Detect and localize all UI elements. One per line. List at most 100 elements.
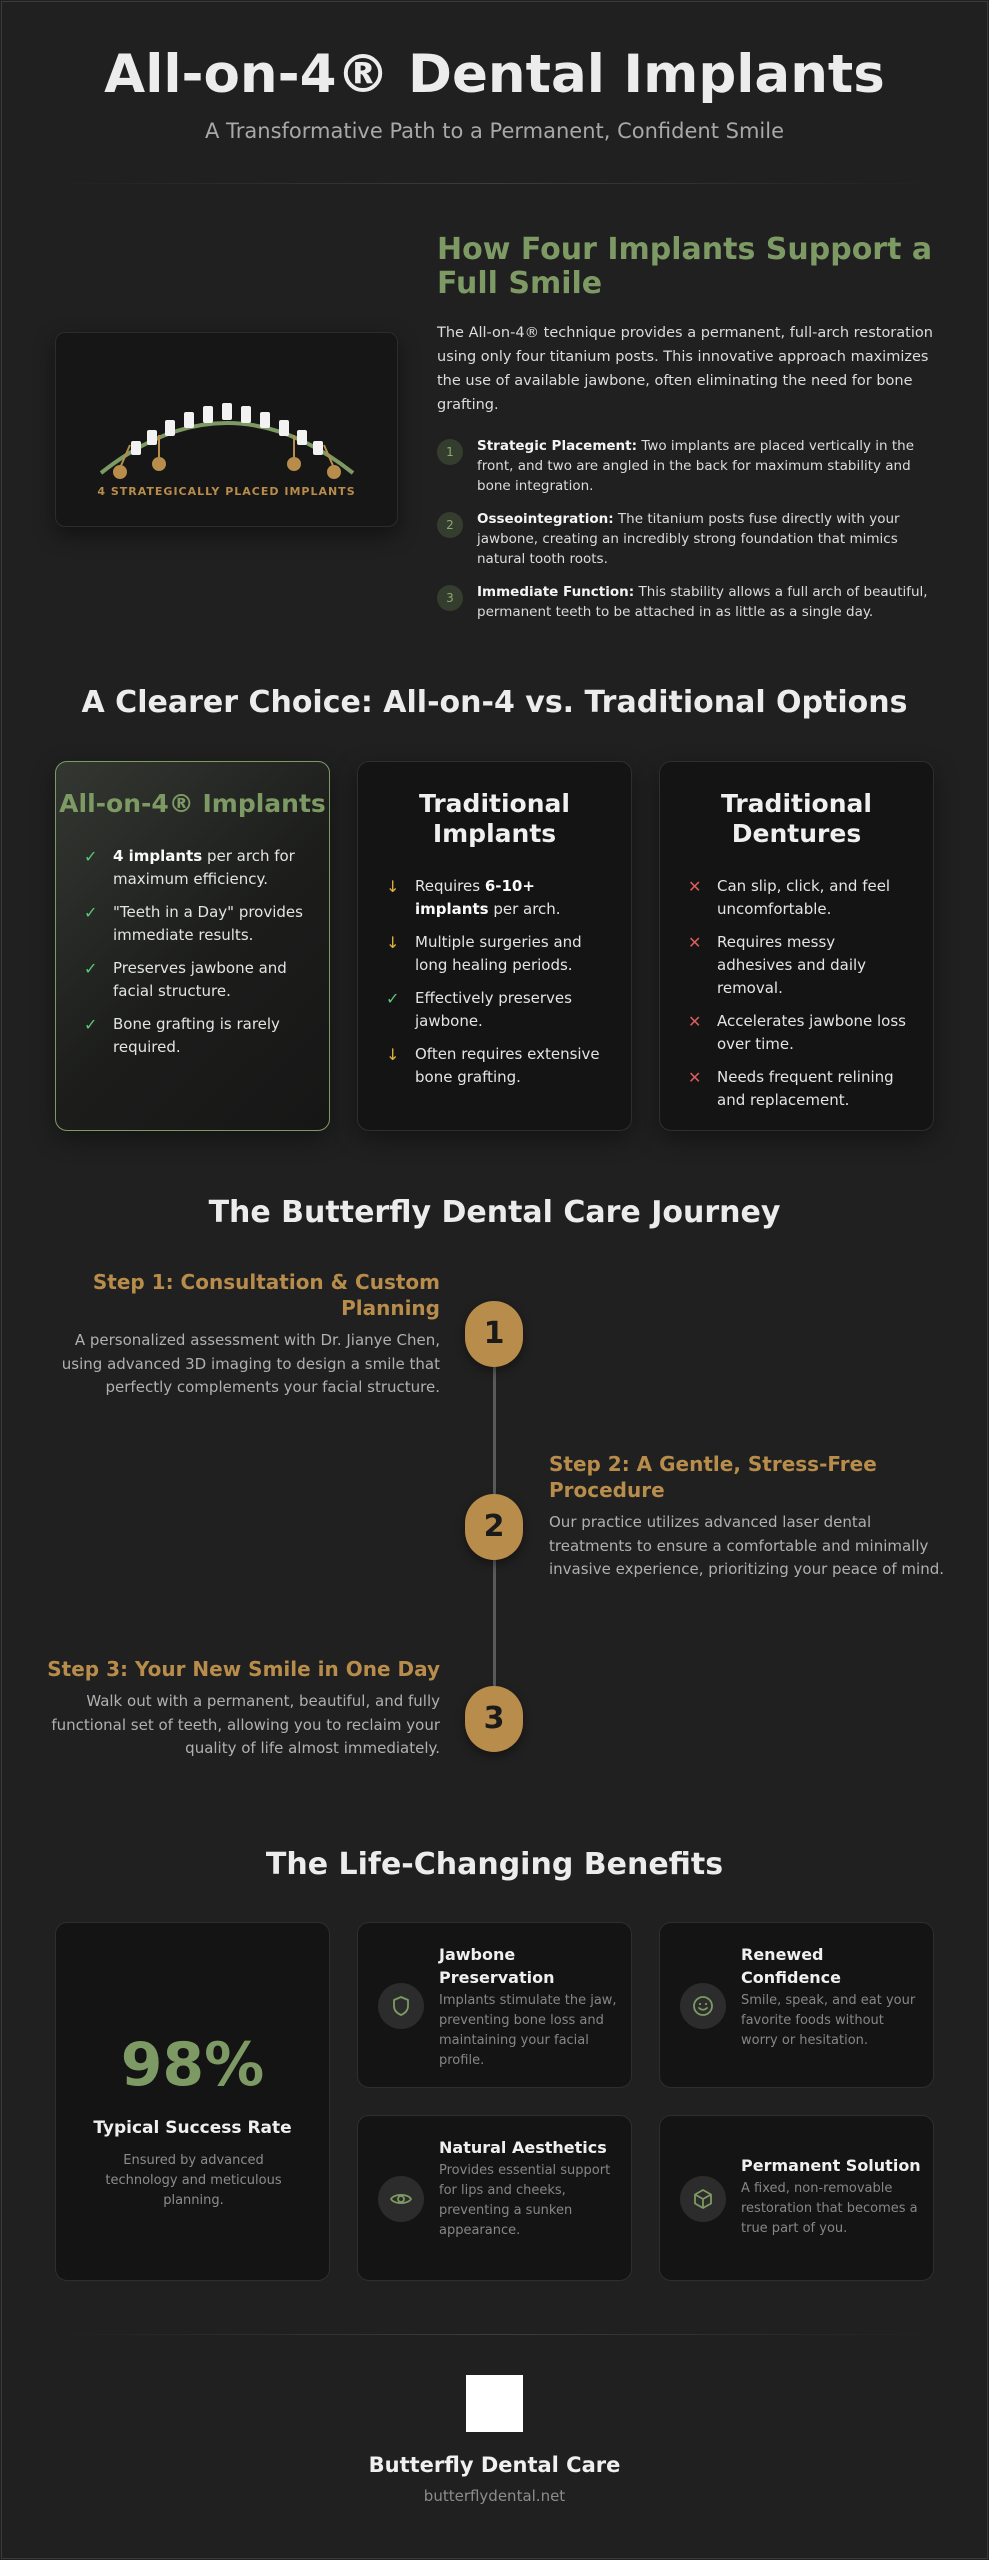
divider — [50, 183, 939, 184]
benefit-desc: Smile, speak, and eat your favorite food… — [741, 1993, 916, 2048]
benefits-heading: The Life-Changing Benefits — [265, 1847, 724, 1882]
success-rate-label: Typical Success Rate — [93, 2118, 292, 2138]
step-badge-3: 3 — [465, 1686, 523, 1752]
list-item: ✓"Teeth in a Day" provides immediate res… — [84, 903, 303, 944]
benefit-text: Jawbone Preservation Implants stimulate … — [439, 1943, 619, 2071]
benefit-title: Natural Aesthetics — [439, 2138, 607, 2157]
arrow-down-icon: ↓ — [386, 877, 400, 896]
benefit-title: Permanent Solution — [741, 2156, 921, 2175]
cube-icon — [694, 2189, 712, 2209]
point-text: This stability allows a full arch of bea… — [477, 584, 928, 620]
benefit-title: Renewed Confidence — [741, 1945, 842, 1987]
page-title: All-on-4® Dental Implants — [104, 44, 885, 105]
benefit-text: Permanent Solution A fixed, non-removabl… — [741, 2154, 921, 2239]
list-item: ↓Often requires extensive bone grafting. — [386, 1045, 600, 1086]
step-badge-1: 1 — [465, 1301, 523, 1367]
hero-header: All-on-4® Dental Implants A Transformati… — [0, 44, 989, 143]
icon-circle — [378, 2176, 424, 2222]
list-item: ↓Multiple surgeries and long healing per… — [386, 933, 582, 974]
journey-step-1: Step 1: Consultation & Custom Planning A… — [40, 1269, 440, 1400]
step-text: A personalized assessment with Dr. Jiany… — [61, 1331, 440, 1396]
step-title: Step 3: Your New Smile in One Day — [47, 1657, 440, 1681]
card-title: Traditional Dentures — [721, 789, 872, 848]
footer-clinic-name: Butterfly Dental Care — [368, 2453, 621, 2477]
implant-illustration-card: 4 STRATEGICALLY PLACED IMPLANTS — [55, 332, 398, 527]
step-number-badge: 3 — [437, 585, 463, 611]
arrow-down-icon: ↓ — [386, 1045, 400, 1064]
shield-icon — [393, 1996, 409, 2016]
step-title: Step 1: Consultation & Custom Planning — [92, 1270, 440, 1320]
overview-heading: How Four Implants Support a Full Smile — [437, 232, 933, 301]
point-title: Osseointegration: — [477, 511, 614, 527]
point-title: Immediate Function: — [477, 584, 635, 600]
journey-heading: The Butterfly Dental Care Journey — [208, 1195, 781, 1230]
check-icon: ✓ — [84, 1015, 98, 1034]
success-rate-card: 98% Typical Success Rate Ensured by adva… — [55, 1922, 330, 2281]
icon-circle — [680, 1983, 726, 2029]
clinic-logo — [466, 2375, 523, 2432]
feature-list: ✕Can slip, click, and feel uncomfortable… — [688, 875, 908, 1112]
benefit-title: Jawbone Preservation — [439, 1945, 555, 1987]
benefit-desc: A fixed, non-removable restoration that … — [741, 2181, 918, 2236]
overview-point: 2 Osseointegration: The titanium posts f… — [437, 509, 937, 569]
check-icon: ✓ — [386, 989, 400, 1008]
icon-circle — [378, 1983, 424, 2029]
eye-icon — [390, 2193, 412, 2205]
feature-list: ✓4 implants per arch for maximum efficie… — [84, 845, 304, 1059]
step-text: Walk out with a permanent, beautiful, an… — [51, 1692, 440, 1757]
benefit-text: Natural Aesthetics Provides essential su… — [439, 2136, 619, 2241]
success-rate-value: 98% — [120, 2030, 265, 2100]
illustration-caption: 4 STRATEGICALLY PLACED IMPLANTS — [97, 485, 356, 498]
list-item: ✓Bone grafting is rarely required. — [84, 1015, 280, 1056]
card-traditional-dentures: Traditional Dentures ✕Can slip, click, a… — [659, 761, 934, 1131]
dental-arch-illustration — [99, 403, 355, 479]
smile-icon — [693, 1996, 713, 2016]
arrow-down-icon: ↓ — [386, 933, 400, 952]
divider — [50, 2334, 939, 2335]
overview-section: How Four Implants Support a Full Smile T… — [437, 233, 937, 635]
x-icon: ✕ — [688, 933, 702, 952]
card-all-on-4: All-on-4® Implants ✓4 implants per arch … — [55, 761, 330, 1131]
overview-points: 1 Strategic Placement: Two implants are … — [437, 436, 937, 622]
list-item: ✕Accelerates jawbone loss over time. — [688, 1012, 906, 1053]
point-text: The titanium posts fuse directly with yo… — [477, 511, 900, 567]
journey-step-2: Step 2: A Gentle, Stress-Free Procedure … — [549, 1451, 949, 1582]
check-icon: ✓ — [84, 959, 98, 978]
list-item: ✓Effectively preserves jawbone. — [386, 989, 572, 1030]
step-number-badge: 2 — [437, 512, 463, 538]
card-title: All-on-4® Implants — [59, 789, 326, 818]
step-badge-2: 2 — [465, 1494, 523, 1560]
benefit-desc: Implants stimulate the jaw, preventing b… — [439, 1993, 617, 2068]
benefit-card-permanent: Permanent Solution A fixed, non-removabl… — [659, 2115, 934, 2281]
page-subtitle: A Transformative Path to a Permanent, Co… — [204, 119, 784, 143]
list-item: ✕Needs frequent relining and replacement… — [688, 1068, 894, 1109]
step-text: Our practice utilizes advanced laser den… — [549, 1513, 945, 1578]
x-icon: ✕ — [688, 1012, 702, 1031]
list-item: ✕Requires messy adhesives and daily remo… — [688, 933, 867, 997]
overview-point: 1 Strategic Placement: Two implants are … — [437, 436, 937, 496]
x-icon: ✕ — [688, 877, 702, 896]
point-title: Strategic Placement: — [477, 438, 638, 454]
step-title: Step 2: A Gentle, Stress-Free Procedure — [549, 1452, 877, 1502]
list-item: ✓4 implants per arch for maximum efficie… — [84, 847, 295, 888]
list-item: ✕Can slip, click, and feel uncomfortable… — [688, 877, 891, 918]
card-traditional-implants: Traditional Implants ↓Requires 6-10+ imp… — [357, 761, 632, 1131]
benefit-desc: Provides essential support for lips and … — [439, 2163, 611, 2238]
journey-step-3: Step 3: Your New Smile in One Day Walk o… — [40, 1656, 440, 1761]
benefit-text: Renewed Confidence Smile, speak, and eat… — [741, 1943, 921, 2051]
card-title: Traditional Implants — [419, 789, 570, 848]
overview-point: 3 Immediate Function: This stability all… — [437, 582, 937, 622]
benefit-card-confidence: Renewed Confidence Smile, speak, and eat… — [659, 1922, 934, 2088]
x-icon: ✕ — [688, 1068, 702, 1087]
success-rate-desc: Ensured by advanced technology and metic… — [105, 2153, 282, 2208]
point-text: Two implants are placed vertically in th… — [477, 438, 915, 494]
check-icon: ✓ — [84, 847, 98, 866]
list-item: ↓Requires 6-10+ implants per arch. — [386, 877, 561, 918]
footer-website: butterflydental.net — [423, 2487, 566, 2505]
benefit-card-jawbone: Jawbone Preservation Implants stimulate … — [357, 1922, 632, 2088]
check-icon: ✓ — [84, 903, 98, 922]
list-item: ✓Preserves jawbone and facial structure. — [84, 959, 287, 1000]
overview-intro: The All-on-4® technique provides a perma… — [437, 325, 933, 413]
icon-circle — [680, 2176, 726, 2222]
